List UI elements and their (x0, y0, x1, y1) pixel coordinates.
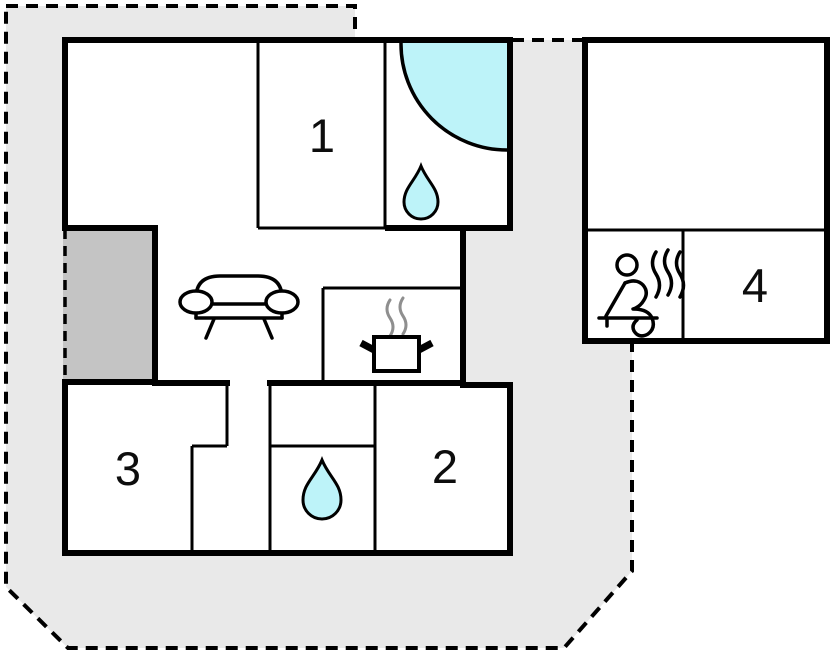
sauna-icon (597, 248, 686, 338)
room-2-label: 2 (431, 440, 459, 493)
water-drop-icon (402, 161, 440, 221)
annex-building (582, 37, 830, 344)
room-4-label: 4 (741, 259, 769, 312)
interior-walls (190, 40, 827, 553)
thick-walls (152, 225, 466, 386)
terrace (63, 231, 152, 379)
water-drop-icon (301, 456, 343, 521)
room-1-label: 1 (308, 109, 336, 162)
room-3-label: 3 (114, 442, 142, 495)
sofa-icon (178, 274, 300, 340)
shower-icon (399, 42, 508, 152)
steam-icon (385, 296, 408, 338)
cooking-pot-icon (359, 335, 434, 373)
